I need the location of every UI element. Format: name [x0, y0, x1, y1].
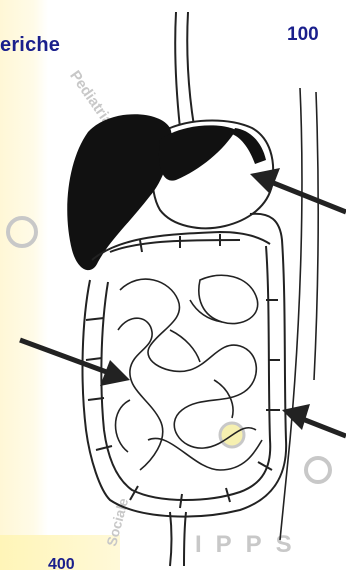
- watermark-figure-right: [306, 458, 330, 482]
- label-top-right: 100: [287, 24, 319, 46]
- rectum: [170, 512, 186, 566]
- arrow-small-intestine: [20, 340, 130, 386]
- watermark-letters: IPPS: [195, 531, 306, 558]
- label-top-left: eriche: [0, 34, 60, 57]
- label-bottom: 400: [48, 556, 75, 574]
- watermark-figure-left: [8, 218, 36, 246]
- esophagus: [175, 12, 194, 128]
- body-outline: [280, 88, 318, 540]
